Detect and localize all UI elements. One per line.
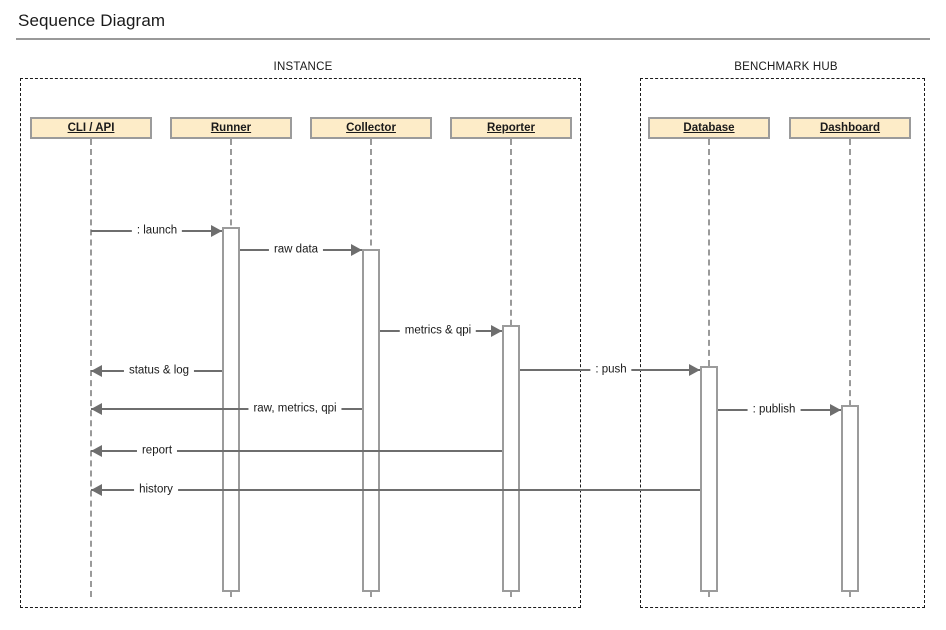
arrow-head-metrics-qpi [491,325,502,337]
participant-runner[interactable]: Runner [170,117,292,139]
frame-label-benchmark-hub: BENCHMARK HUB [734,61,838,73]
page-title: Sequence Diagram [18,11,166,30]
message-label-launch: : launch [131,224,183,238]
message-label-publish: : publish [747,403,801,417]
participant-label-collector: Collector [346,122,396,134]
message-label-history: history [134,483,178,497]
participant-label-reporter: Reporter [487,122,535,134]
frame-instance [20,78,581,608]
message-label-raw-data: raw data [268,243,324,257]
lifeline-dashboard [849,139,851,597]
collector-activation[interactable] [362,249,380,592]
participant-cli-api[interactable]: CLI / API [30,117,152,139]
message-label-raw-metrics-qpi: raw, metrics, qpi [248,402,342,416]
arrow-head-raw-data [351,244,362,256]
arrow-head-push [689,364,700,376]
message-label-report: report [136,444,178,458]
dashboard-activation[interactable] [841,405,859,592]
database-activation[interactable] [700,366,718,592]
participant-label-runner: Runner [210,122,252,134]
arrow-head-report [91,445,102,457]
frame-label-instance: INSTANCE [273,61,333,73]
frame-benchmark-hub [640,78,925,608]
message-label-status-log: status & log [123,364,195,378]
message-line-raw-metrics-qpi [91,408,362,410]
arrow-head-raw-metrics-qpi [91,403,102,415]
participant-dashboard[interactable]: Dashboard [789,117,911,139]
message-line-report [91,450,502,452]
arrow-head-history [91,484,102,496]
participant-label-cli-api: CLI / API [67,122,115,134]
participant-collector[interactable]: Collector [310,117,432,139]
message-label-push: : push [590,363,632,377]
arrow-head-publish [830,404,841,416]
participant-label-database: Database [683,122,735,134]
reporter-activation[interactable] [502,325,520,592]
arrow-head-launch [211,225,222,237]
message-label-metrics-qpi: metrics & qpi [399,324,477,338]
participant-database[interactable]: Database [648,117,770,139]
title-divider [16,38,930,40]
participant-label-dashboard: Dashboard [819,122,881,134]
message-line-history [91,489,700,491]
participant-reporter[interactable]: Reporter [450,117,572,139]
arrow-head-status-log [91,365,102,377]
